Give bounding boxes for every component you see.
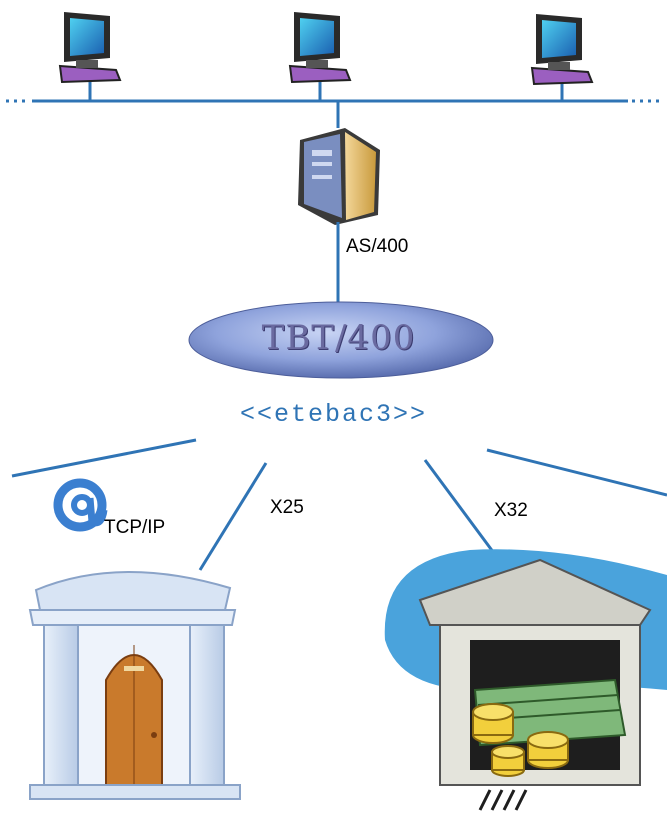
product-label: TBT/400 [261,318,416,358]
x32-label: X32 [494,500,528,521]
server-icon [298,101,380,225]
bank-building-icon [28,571,241,800]
x25-link [198,462,268,571]
product-ellipse [188,301,494,379]
right-link [486,448,667,497]
tcpip-link [11,438,197,478]
workstation-icon [530,14,594,101]
protocol-label: <<etebac3>> [239,400,428,429]
bank-vault-icon [384,549,667,811]
at-icon [53,478,108,532]
tcpip-label: TCP/IP [104,517,166,538]
server-label: AS/400 [346,236,409,257]
workstation-icon [288,12,352,101]
connection-lines [11,438,667,571]
product-label-container: TBT/400 [0,318,667,358]
x25-label: X25 [270,497,304,518]
workstation-icon [58,12,122,101]
